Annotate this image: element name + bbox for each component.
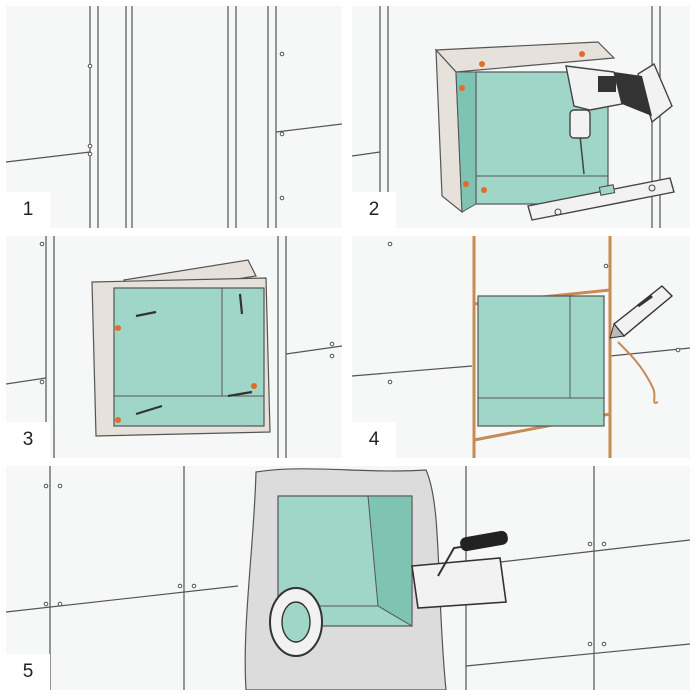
screw-icon — [135, 293, 253, 416]
tape-roll-icon — [269, 587, 323, 657]
step-panel-1: 1 — [6, 6, 342, 228]
niche-screwing-illustration — [6, 236, 342, 458]
niche-trimming-illustration — [352, 236, 690, 458]
step-number-5: 5 — [6, 654, 50, 690]
trowel-icon — [411, 530, 508, 609]
step-panel-2: 2 — [352, 6, 690, 228]
drill-icon — [565, 62, 673, 175]
niche-finishing-illustration — [6, 466, 690, 690]
utility-knife-icon — [609, 285, 674, 404]
step-number-2: 2 — [352, 192, 396, 228]
step-number-1: 1 — [6, 192, 50, 228]
niche-drilling-illustration — [352, 6, 675, 228]
spirit-level-icon — [527, 177, 675, 221]
step-panel-3: 3 — [6, 236, 342, 458]
step-number-3: 3 — [6, 422, 50, 458]
wall-framing-illustration — [6, 6, 342, 228]
step-number-4: 4 — [352, 422, 396, 458]
step-panel-5: 5 — [6, 466, 690, 690]
step-panel-4: 4 — [352, 236, 690, 458]
